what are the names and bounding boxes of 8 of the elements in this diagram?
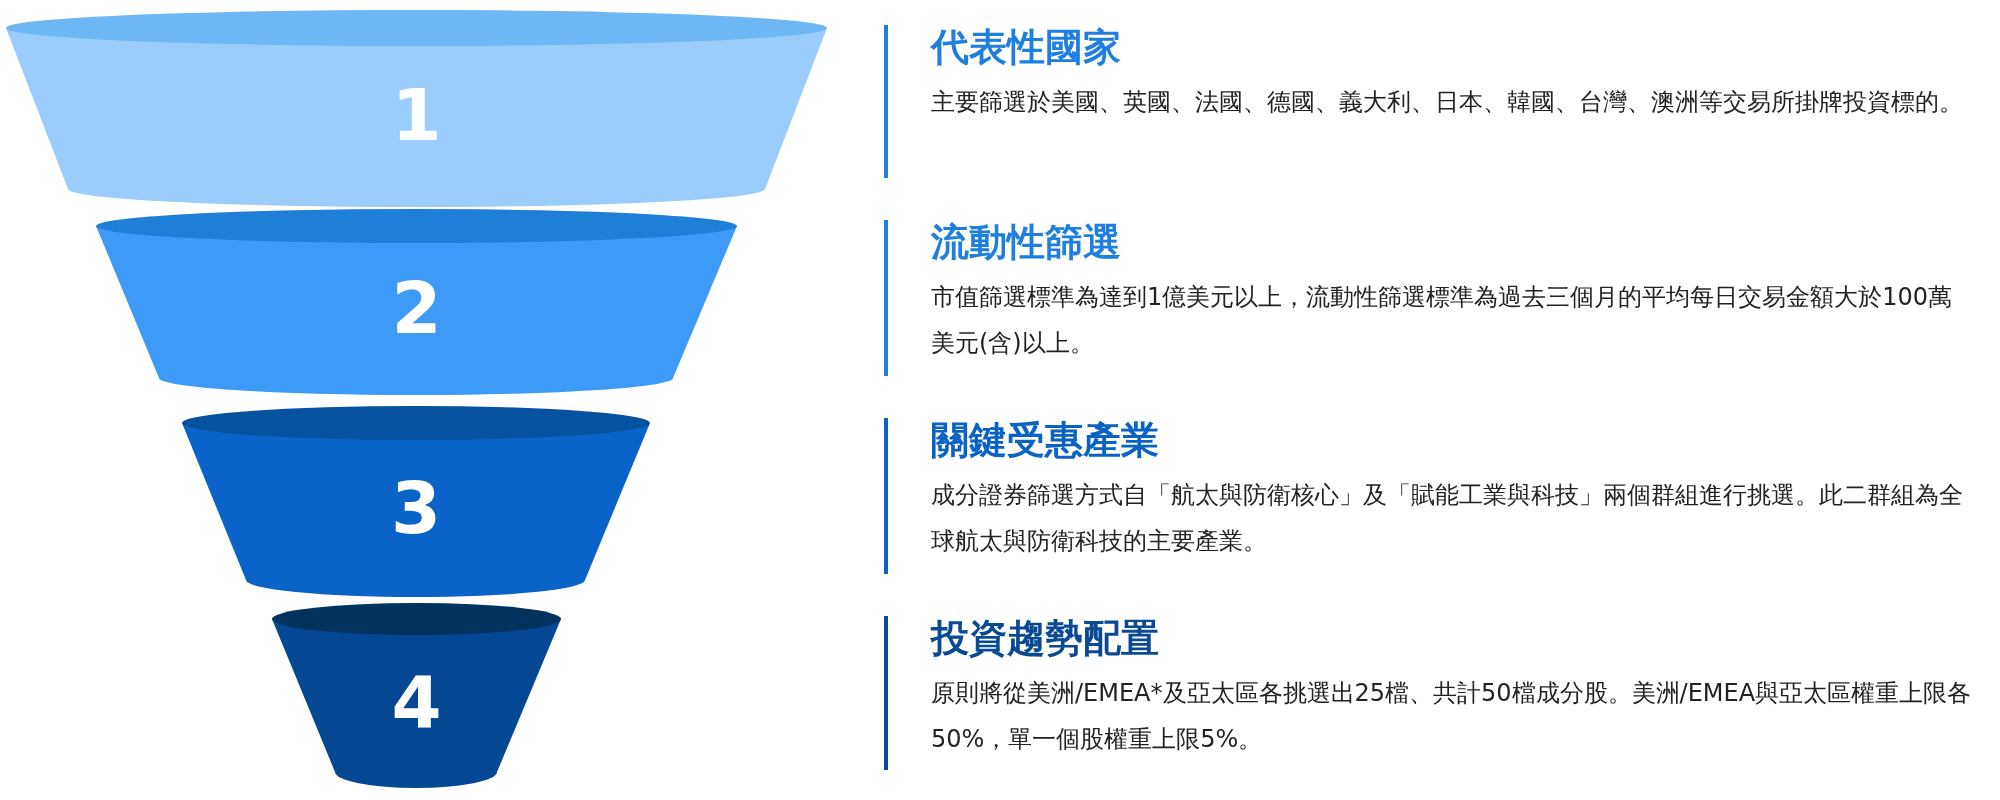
step-heading: 代表性國家 — [931, 24, 1122, 71]
step-text: 市值篩選標準為達到1億美元以上，流動性篩選標準為過去三個月的平均每日交易金額大於100萬美元(含)以上。 — [931, 282, 1954, 359]
step-text: 成分證券篩選方式自「航太與防衛核心」及「賦能工業與科技」兩個群組進行挑選。此二群組為全球航太與防衛科技的主要產業。 — [931, 480, 1964, 557]
step-heading: 關鍵受惠產業 — [931, 417, 1160, 464]
step-heading: 流動性篩選 — [931, 219, 1122, 266]
step-heading: 投資趨勢配置 — [931, 615, 1160, 662]
step-text: 主要篩選於美國、英國、法國、德國、義大利、日本、韓國、台灣、澳洲等交易所掛牌投資標的。 — [931, 87, 1964, 118]
step-text: 原則將從美洲/EMEA*及亞太區各挑選出25檔、共計50檔成分股。美洲/EMEA與亞太區權重上限各50%，單一個股權重上限5%。 — [931, 678, 1973, 755]
